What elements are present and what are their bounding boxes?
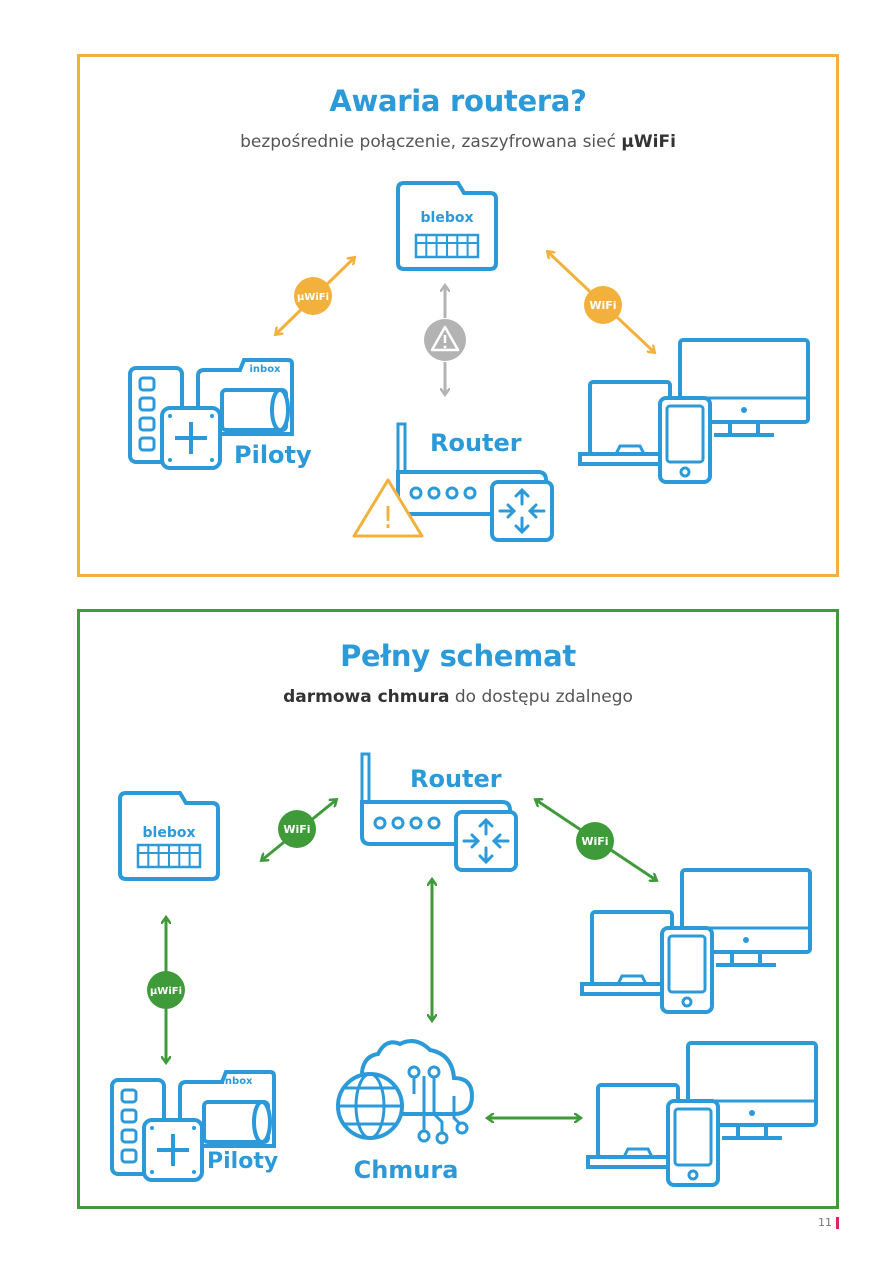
panel2-cloud: Chmura bbox=[336, 1039, 474, 1184]
panel2-badge-right-text: WiFi bbox=[581, 835, 608, 848]
panel1-badge-left-text: µWiFi bbox=[297, 292, 329, 303]
router-failure-panel: Awaria routera? bezpośrednie połączenie,… bbox=[77, 54, 839, 577]
panel2-router-label: Router bbox=[410, 765, 502, 793]
panel2-devices-bottom bbox=[586, 1041, 818, 1187]
panel2-title: Pełny schemat bbox=[340, 639, 576, 673]
panel2-piloty-device: inbox Piloty bbox=[110, 1070, 278, 1182]
panel2-subtitle-bold: darmowa chmura bbox=[283, 687, 450, 707]
panel1-router-label: Router bbox=[430, 429, 522, 457]
panel1-router-device: Router bbox=[396, 422, 554, 542]
panel2-devices-top bbox=[580, 868, 812, 1014]
panel1-subtitle-text: bezpośrednie połączenie, zaszyfrowana si… bbox=[240, 132, 622, 152]
panel1-blebox-device: blebox bbox=[396, 181, 498, 271]
panel2-uwifi-badge: µWiFi bbox=[147, 971, 185, 1009]
panel2-subtitle: darmowa chmura do dostępu zdalnego bbox=[80, 687, 836, 707]
page-number-marker bbox=[836, 1217, 839, 1229]
panel2-piloty-label: Piloty bbox=[207, 1149, 278, 1174]
panel2-subtitle-text: do dostępu zdalnego bbox=[449, 687, 633, 707]
full-scheme-panel: Pełny schemat darmowa chmura do dostępu … bbox=[77, 609, 839, 1209]
broken-link-warning-icon bbox=[424, 319, 466, 361]
panel1-title: Awaria routera? bbox=[329, 84, 587, 118]
panel1-uwifi-badge: µWiFi bbox=[294, 277, 332, 315]
panel2-blebox-label: blebox bbox=[143, 825, 196, 841]
panel1-blebox-label: blebox bbox=[421, 210, 474, 226]
panel1-inbox-label: inbox bbox=[249, 364, 281, 375]
panel2-wifi-badge-right: WiFi bbox=[576, 822, 614, 860]
page-number: 11 bbox=[818, 1216, 832, 1229]
panel1-piloty-label: Piloty bbox=[234, 441, 312, 469]
panel1-wifi-badge: WiFi bbox=[584, 286, 622, 324]
svg-text:!: ! bbox=[382, 501, 394, 536]
panel1-subtitle-bold: µWiFi bbox=[621, 132, 676, 152]
panel1-badge-right-text: WiFi bbox=[589, 299, 616, 312]
panel2-router-device: Router bbox=[360, 752, 518, 872]
panel1-piloty-device: inbox Piloty bbox=[128, 358, 312, 470]
panel2-cloud-label: Chmura bbox=[354, 1156, 459, 1184]
panel1-subtitle: bezpośrednie połączenie, zaszyfrowana si… bbox=[80, 132, 836, 152]
panel2-badge-bottom-text: µWiFi bbox=[150, 986, 182, 997]
panel2-badge-left-text: WiFi bbox=[283, 823, 310, 836]
panel1-devices bbox=[578, 338, 810, 484]
panel2-blebox-device: blebox bbox=[118, 791, 220, 881]
router-warning-icon: ! bbox=[352, 478, 424, 538]
panel2-wifi-badge-left: WiFi bbox=[278, 810, 316, 848]
panel2-inbox-label: inbox bbox=[221, 1076, 253, 1087]
